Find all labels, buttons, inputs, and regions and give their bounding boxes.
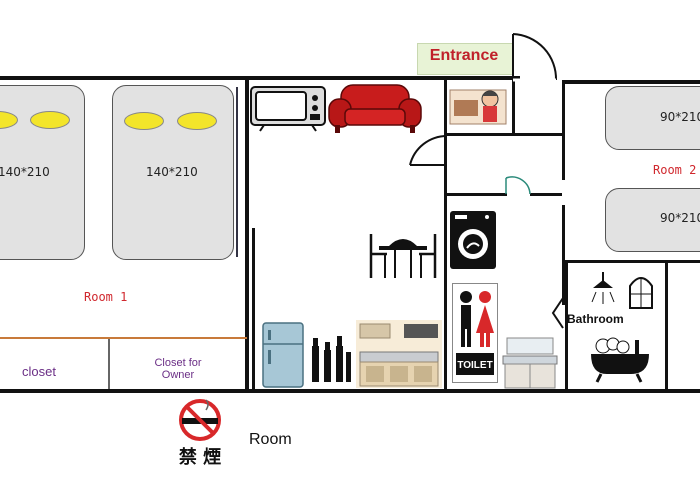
wall-lr-side — [252, 228, 255, 390]
wall-bottom — [0, 389, 700, 393]
room1-bed-left-size: 140*210 — [0, 165, 50, 179]
wall-closet-divider — [108, 339, 110, 389]
dining-set-icon — [369, 234, 437, 278]
pillow-icon — [30, 111, 70, 129]
wall-room1-divider — [0, 337, 247, 339]
shower-icon — [591, 272, 615, 304]
fridge-icon — [262, 322, 304, 388]
no-smoking-icon — [160, 398, 240, 464]
wall-room1-right — [245, 80, 249, 390]
closet-label: closet — [22, 364, 56, 379]
bathtub-icon — [591, 337, 649, 383]
entrance-label-box — [417, 43, 513, 75]
room2-bed-bottom-size: 90*210 — [660, 211, 700, 225]
wall-bath-right — [665, 262, 668, 392]
room2-bed-top-size: 90*210 — [660, 110, 700, 124]
room2-label: Room 2 — [653, 163, 697, 177]
washing-machine-icon — [450, 211, 496, 269]
toilet-sign-icon — [452, 283, 498, 383]
no-smoking-kanji: 禁 煙 — [178, 447, 222, 468]
wall-hall-right-upper — [562, 80, 565, 180]
sofa-icon — [328, 84, 422, 133]
wall-top-left — [0, 76, 520, 80]
sink-icon — [502, 337, 558, 389]
wall-bath-top — [565, 260, 700, 263]
bathroom-label: Bathroom — [567, 312, 624, 326]
kitchen-icon — [356, 320, 442, 388]
pillow-icon — [124, 112, 164, 130]
toilet-label: TOILET — [457, 360, 493, 371]
room1-bed-right-size: 140*210 — [146, 165, 198, 179]
closet-owner-label: Closet for Owner — [154, 357, 202, 381]
wall-hall-top — [447, 133, 562, 136]
entrance-label: Entrance — [429, 47, 499, 64]
wall-room1-window — [236, 87, 238, 257]
room1-label: Room 1 — [84, 290, 128, 304]
pillow-icon — [177, 112, 217, 130]
no-smoking-room-label: Room — [249, 431, 292, 448]
wall-top-right — [565, 80, 700, 84]
wall-bath-left — [565, 262, 568, 392]
room2-bed-bottom — [605, 188, 700, 252]
bottles-icon — [312, 336, 351, 382]
wall-hall-mid — [447, 193, 507, 196]
wall-hall-mid-right — [530, 193, 562, 196]
window-icon — [629, 277, 653, 309]
shoe-cabinet-icon — [449, 89, 507, 125]
wall-shoe-right — [512, 80, 515, 135]
wall-hall-right-lower — [562, 205, 565, 305]
wall-hall-left — [444, 80, 447, 392]
tv-icon — [250, 86, 326, 132]
room2-bed-top — [605, 86, 700, 150]
